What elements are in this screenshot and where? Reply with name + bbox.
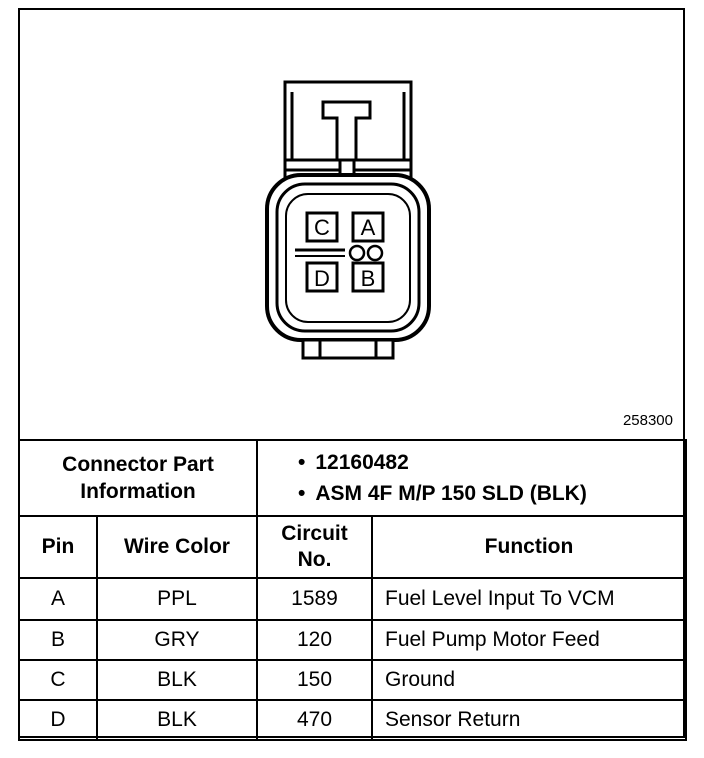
- cell-function: Ground: [371, 659, 687, 701]
- pin-label-a: A: [361, 215, 376, 240]
- cell-wire-color: GRY: [96, 619, 258, 661]
- cell-pin: D: [18, 699, 98, 741]
- cavity-d: [305, 261, 339, 293]
- part-info-row: Connector Part Information 12160482 ASM …: [18, 439, 687, 517]
- part-number: 12160482: [298, 447, 685, 478]
- cell-function: Fuel Level Input To VCM: [371, 577, 687, 621]
- table-row: C BLK 150 Ground: [18, 659, 687, 701]
- key-circle-right: [366, 244, 384, 262]
- header-circuit: Circuit No.: [256, 515, 373, 579]
- table-row: D BLK 470 Sensor Return: [18, 699, 687, 741]
- header-wire-color: Wire Color: [96, 515, 258, 579]
- cell-wire-color: PPL: [96, 577, 258, 621]
- lock-tab: [321, 100, 372, 162]
- table-row: A PPL 1589 Fuel Level Input To VCM: [18, 577, 687, 621]
- connector-diagram-frame: C A D B 258300 Connector Part Informatio…: [18, 8, 687, 741]
- bottom-tab: [301, 338, 395, 360]
- pin-label-d: D: [314, 266, 330, 291]
- pin-label-c: C: [314, 215, 330, 240]
- cavity-b: [351, 261, 385, 293]
- part-description: ASM 4F M/P 150 SLD (BLK): [298, 478, 685, 509]
- header-pin: Pin: [18, 515, 98, 579]
- cell-circuit: 150: [256, 659, 373, 701]
- cell-circuit: 1589: [256, 577, 373, 621]
- key-circle-left: [348, 244, 366, 262]
- part-info-values: 12160482 ASM 4F M/P 150 SLD (BLK): [256, 439, 687, 517]
- header-function: Function: [371, 515, 687, 579]
- part-info-label: Connector Part Information: [18, 439, 258, 517]
- cell-function: Sensor Return: [371, 699, 687, 741]
- cell-wire-color: BLK: [96, 659, 258, 701]
- cell-circuit: 120: [256, 619, 373, 661]
- cell-pin: B: [18, 619, 98, 661]
- figure-number: 258300: [622, 412, 673, 429]
- cavity-c: [305, 211, 339, 243]
- header-row: Pin Wire Color Circuit No. Function: [18, 515, 687, 579]
- part-info-label-line2: Information: [80, 480, 196, 503]
- cell-wire-color: BLK: [96, 699, 258, 741]
- cavity-a: [351, 211, 385, 243]
- cell-pin: C: [18, 659, 98, 701]
- header-circuit-line2: No.: [297, 548, 332, 571]
- cell-pin: A: [18, 577, 98, 621]
- pin-label-b: B: [361, 266, 376, 291]
- part-info-label-line1: Connector Part: [62, 453, 214, 476]
- cell-function: Fuel Pump Motor Feed: [371, 619, 687, 661]
- cell-circuit: 470: [256, 699, 373, 741]
- connector-face-drawing: C A D B: [265, 80, 431, 360]
- table-row: B GRY 120 Fuel Pump Motor Feed: [18, 619, 687, 661]
- header-circuit-line1: Circuit: [281, 522, 348, 545]
- connector-info-table: Connector Part Information 12160482 ASM …: [18, 439, 687, 741]
